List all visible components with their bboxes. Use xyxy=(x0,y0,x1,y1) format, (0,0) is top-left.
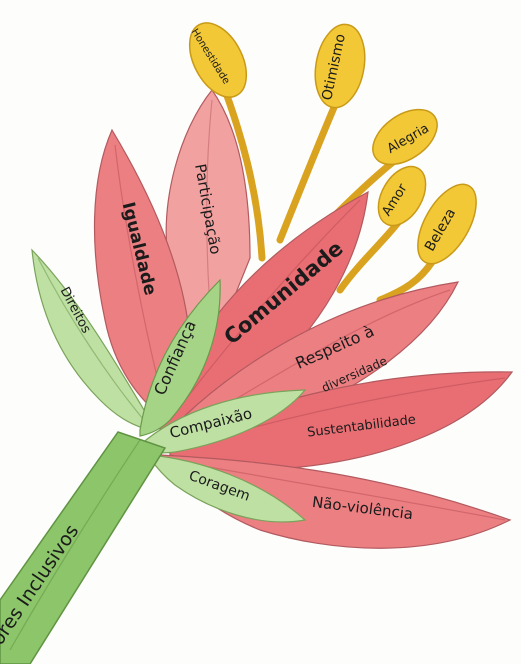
stem xyxy=(0,432,165,664)
